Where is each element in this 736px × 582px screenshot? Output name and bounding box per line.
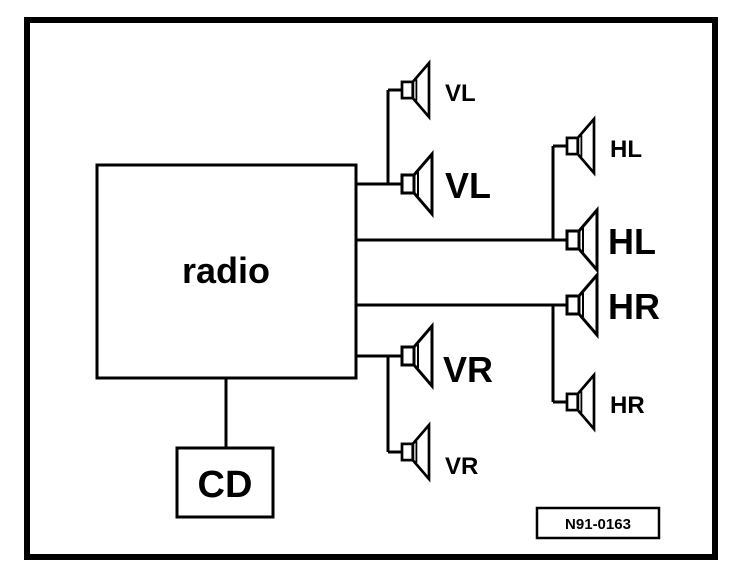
reference-code-box: [535, 506, 661, 540]
speaker-hl-small-label: HL: [610, 136, 642, 163]
radio-label: radio: [182, 250, 270, 291]
speaker-vl-large-label: VL: [445, 165, 491, 206]
speaker-vl-large-icon: [400, 152, 434, 216]
speaker-vl-small-label: VL: [445, 80, 476, 107]
speaker-hr-small-icon: [565, 373, 596, 431]
speaker-vr-small-label: VR: [445, 453, 478, 480]
speaker-hr-large-icon: [565, 273, 599, 337]
speaker-vr-small-icon: [400, 423, 431, 481]
reference-code: N91-0163: [565, 516, 631, 533]
speaker-hr-small-label: HR: [610, 392, 645, 419]
speaker-vr-large-label: VR: [443, 349, 493, 390]
speaker-hl-large-label: HL: [608, 221, 656, 262]
cd-box: [175, 446, 275, 519]
speaker-vl-small-icon: [400, 61, 431, 119]
speaker-vr-large-icon: [400, 324, 434, 388]
speaker-hr-large-label: HR: [608, 286, 660, 327]
speaker-hl-small-icon: [565, 117, 596, 175]
outer-frame: [24, 17, 718, 560]
cd-label: CD: [198, 464, 253, 506]
speaker-hl-large-icon: [565, 208, 599, 272]
